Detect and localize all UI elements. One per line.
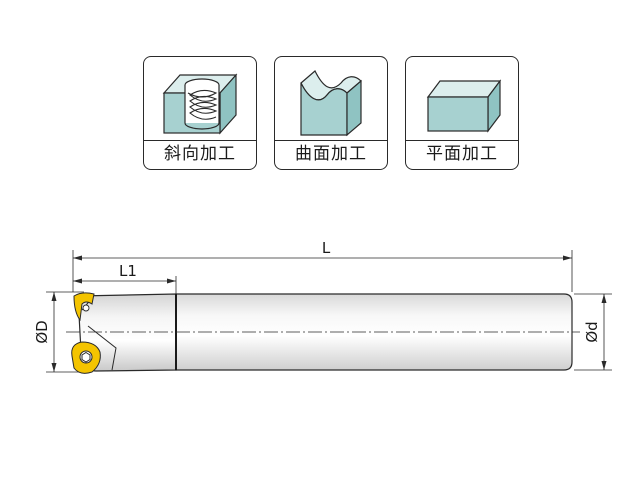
ramping-cube-icon xyxy=(162,73,238,135)
plane-machining-label: 平面加工 xyxy=(406,140,518,169)
head-length-label: L1 xyxy=(119,262,137,280)
dimension-overall-length: L xyxy=(72,239,573,292)
card-plane-machining: 平面加工 xyxy=(405,56,519,170)
flat-block-icon xyxy=(426,79,502,133)
curved-surface-machining-label: 曲面加工 xyxy=(275,140,387,169)
dimension-cutting-diameter: ØD xyxy=(33,291,84,373)
overall-length-label: L xyxy=(322,239,331,257)
insert-bottom-icon xyxy=(71,341,101,374)
dimension-head-length: L1 xyxy=(73,262,177,294)
dimension-shank-diameter: Ød xyxy=(574,293,612,371)
shank-diameter-label: Ød xyxy=(583,321,601,342)
card-oblique-machining: 斜向加工 xyxy=(143,56,257,170)
oblique-machining-label: 斜向加工 xyxy=(144,140,256,169)
card-curved-surface-machining: 曲面加工 xyxy=(274,56,388,170)
chip-pocket xyxy=(87,325,117,371)
cutting-diameter-label: ØD xyxy=(33,320,51,343)
insert-top-icon xyxy=(73,292,95,322)
curved-surface-block-icon xyxy=(300,70,362,137)
